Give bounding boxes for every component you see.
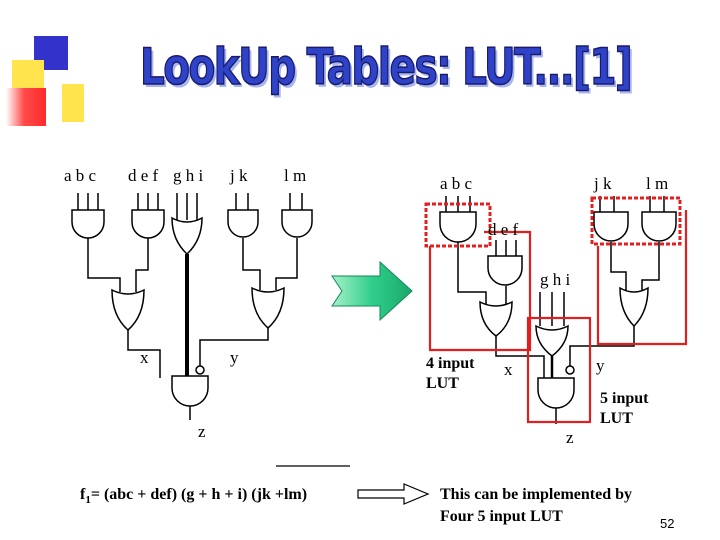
left-y-label: y	[230, 348, 239, 367]
r-or-gate-ghi	[535, 324, 569, 357]
formula-body: = (abc + def) (g + h + i) (jk +lm)	[90, 486, 308, 503]
formula-subscript: 1	[85, 494, 91, 507]
lut4-label-line1: 4 input	[426, 355, 475, 372]
right-z-label: z	[566, 428, 574, 447]
lut-box-5input	[596, 210, 688, 346]
lut-box-4input	[428, 230, 532, 352]
or-gate-abc-def	[111, 288, 145, 331]
decor-square-red	[6, 88, 46, 126]
right-def-label: d e f	[488, 220, 519, 239]
left-input-lm-label: l m	[284, 166, 307, 185]
left-input-ghi-label: g h i	[173, 166, 204, 185]
note-line2: Four 5 input LUT	[440, 508, 563, 525]
left-input-def-label: d e f	[128, 166, 159, 185]
r-or-gate-jk-lm	[619, 286, 649, 328]
left-input-jk-label: j k	[230, 166, 248, 185]
r-and-gate-lm	[641, 211, 677, 242]
lut-boxes	[424, 196, 688, 424]
formula-prefix: f	[80, 486, 86, 503]
and-gate-jk	[227, 209, 259, 238]
formula-arrow	[357, 483, 430, 505]
lut-box-final	[526, 316, 592, 424]
or-gate-ghi	[171, 216, 203, 256]
and-gate-def	[131, 209, 165, 239]
and-gate-final	[171, 375, 209, 407]
right-lm-label: l m	[646, 174, 669, 193]
and-gate-abc	[71, 209, 105, 239]
r-and-gate-abc	[439, 211, 477, 243]
lut-box-abc	[424, 202, 492, 248]
green-arrow	[331, 260, 413, 322]
r-and-gate-def	[487, 255, 523, 286]
formula: f1= (abc + def) (g + h + i) (jk +lm)	[80, 486, 307, 506]
right-x-label: x	[504, 360, 513, 379]
left-z-label: z	[198, 422, 206, 441]
right-ghi-label: g h i	[540, 270, 571, 289]
right-circuit	[439, 196, 677, 424]
or-gate-jk-lm	[251, 286, 285, 329]
left-circuit	[71, 193, 350, 467]
lut5-label-line1: 5 input	[600, 390, 649, 407]
right-abc-label: a b c	[440, 174, 473, 193]
left-x-label: x	[140, 348, 149, 367]
lut5-label-line2: LUT	[600, 410, 633, 427]
right-jk-label: j k	[594, 174, 612, 193]
right-y-label: y	[596, 356, 605, 375]
decor-square-yellow-bottom	[62, 84, 84, 122]
r-and-gate-jk	[593, 211, 629, 242]
lut4-label-line2: LUT	[426, 375, 459, 392]
r-and-gate-final	[537, 377, 575, 409]
and-gate-lm	[281, 209, 313, 238]
note-line1: This can be implemented by	[440, 486, 633, 503]
left-input-abc-label: a b c	[64, 166, 97, 185]
r-or-gate-abc-def	[479, 300, 513, 337]
decor-square-yellow-top	[12, 60, 44, 90]
lut-box-jk-lm	[590, 196, 682, 246]
page-number: 52	[660, 516, 675, 531]
